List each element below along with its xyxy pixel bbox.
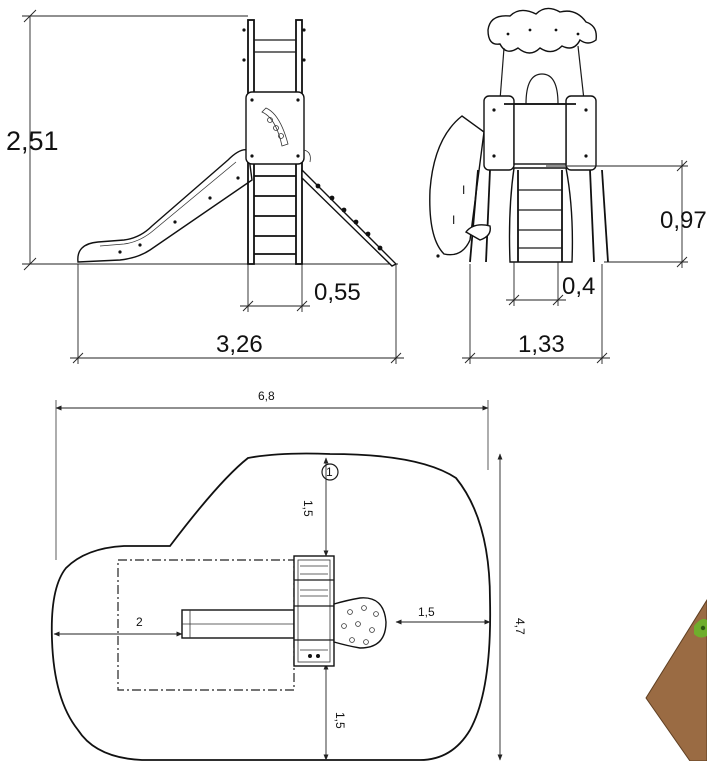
overall-length-label: 6,8 xyxy=(258,389,275,403)
climbing-wall xyxy=(301,149,398,267)
item-marker xyxy=(321,463,339,481)
plan-climbing-wall xyxy=(333,597,387,649)
left-curved-panel xyxy=(429,115,485,256)
clearance-left-label: 2 xyxy=(136,615,143,629)
svg-text:I: I xyxy=(452,213,455,227)
front-ladder xyxy=(508,167,574,263)
total-length-label: 3,26 xyxy=(216,331,263,358)
tower xyxy=(242,19,306,265)
safety-zone-outline xyxy=(50,452,492,761)
clearance-right-label: 1,5 xyxy=(418,605,435,619)
ladder-width-label: 0,4 xyxy=(562,273,595,300)
slide xyxy=(77,149,253,263)
side-view: 2,51 xyxy=(6,9,404,364)
clearance-top-label: 1,5 xyxy=(301,500,315,517)
plan-view: 6,8 4,7 1,5 1,5 1,5 2 1 xyxy=(50,389,527,761)
roof xyxy=(487,7,597,54)
plan-slide xyxy=(181,609,295,639)
platform-height-label: 0,97 xyxy=(660,207,707,234)
front-right-panel xyxy=(565,95,597,171)
svg-text:I: I xyxy=(462,183,465,197)
total-width-label: 1,33 xyxy=(518,331,565,358)
front-view: I I 0,97 xyxy=(429,7,707,364)
item-marker-label: 1 xyxy=(326,465,333,479)
front-left-panel xyxy=(483,95,515,171)
ladder-rungs xyxy=(254,175,296,255)
clearance-bottom-label: 1,5 xyxy=(333,712,347,729)
front-center-panel xyxy=(513,103,567,165)
height-label: 2,51 xyxy=(6,126,59,156)
green-hold-icon xyxy=(694,618,707,638)
overall-width-label: 4,7 xyxy=(513,618,527,635)
plan-tower xyxy=(293,555,335,667)
platform-width-label: 0,55 xyxy=(314,279,361,306)
side-panel xyxy=(245,91,305,165)
corner-panel-thumbnail xyxy=(645,599,707,761)
